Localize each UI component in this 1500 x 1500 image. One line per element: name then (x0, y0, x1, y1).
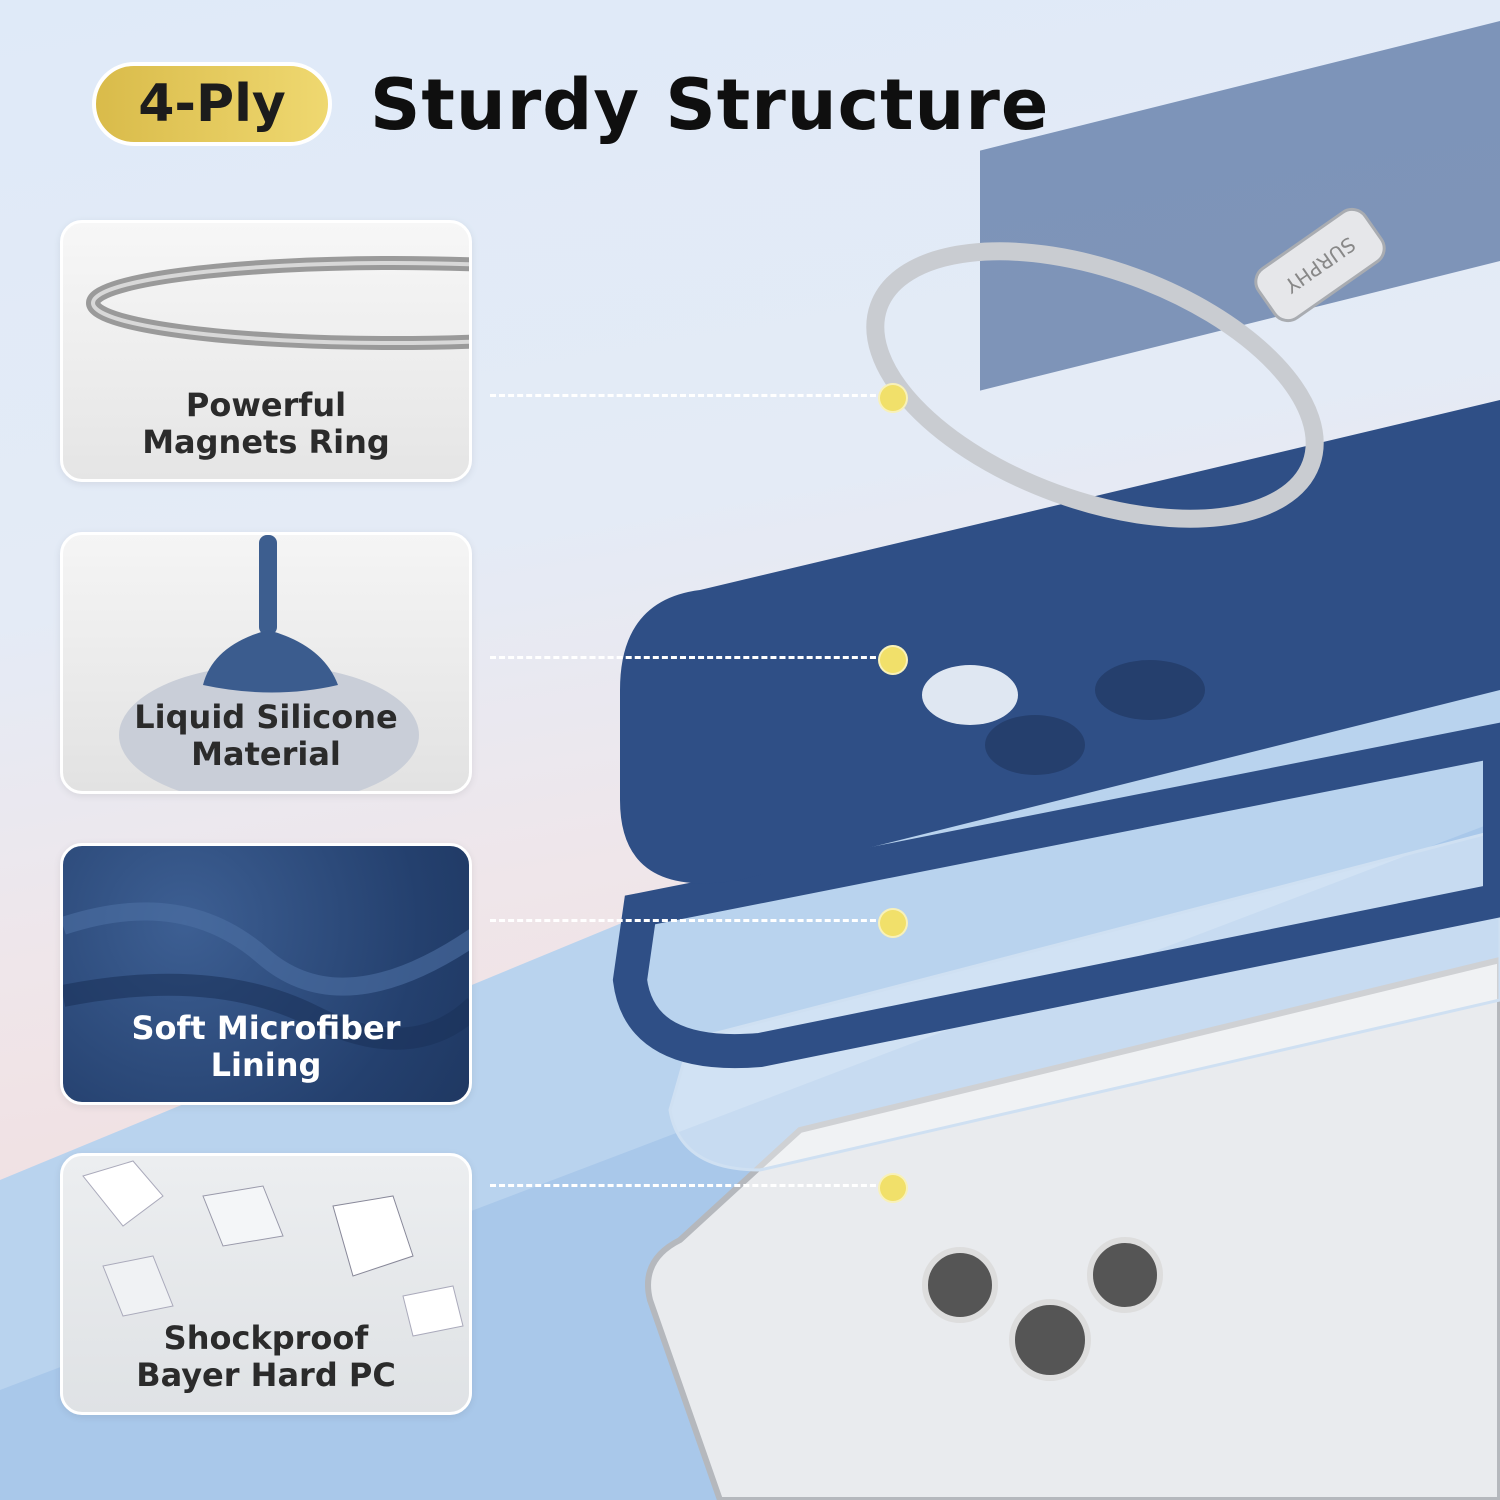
layer-title-line1: Liquid Silicone (134, 698, 398, 736)
connector-dot (878, 383, 908, 413)
layer-title-line2: Lining (210, 1046, 322, 1084)
layer-title-line1: Soft Microfiber (131, 1009, 401, 1047)
connector-dot (878, 1173, 908, 1203)
connector-line (490, 1184, 885, 1187)
connector-line (490, 394, 885, 397)
silicone-drip-icon (119, 535, 419, 791)
layer-title-line1: Shockproof (163, 1319, 369, 1357)
connector-line (490, 656, 885, 659)
connector-dot (878, 908, 908, 938)
layer-title-line2: Magnets Ring (142, 423, 390, 461)
layer-title-line2: Material (191, 735, 341, 773)
ply-badge: 4-Ply (92, 62, 332, 146)
connector-dot (878, 645, 908, 675)
connector-line (490, 919, 885, 922)
layer-title-line1: Powerful (185, 386, 347, 424)
layer-title-line2: Bayer Hard PC (136, 1356, 396, 1394)
page-title: Sturdy Structure (370, 64, 1050, 146)
magnet-ring-icon (86, 256, 469, 350)
microfiber-icon (63, 902, 469, 1050)
crystal-icon (82, 1160, 464, 1337)
